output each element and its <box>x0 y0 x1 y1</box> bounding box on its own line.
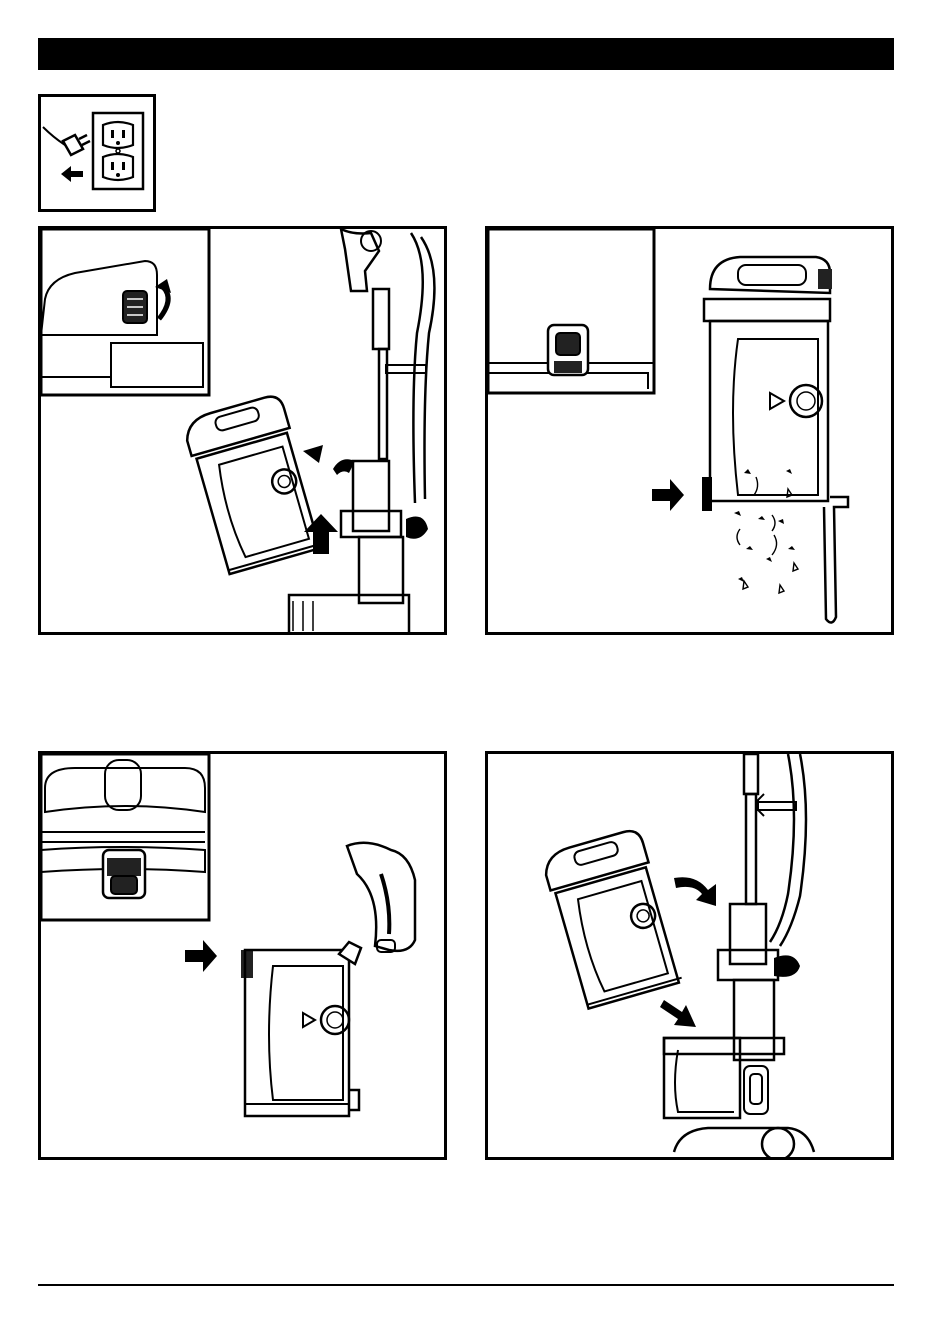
close-bottom-door-illustration <box>41 754 444 1157</box>
unplug-icon-box <box>38 94 156 212</box>
unplug-from-outlet-icon <box>41 97 153 209</box>
empty-dust-cup-illustration <box>488 229 891 632</box>
step-panel-reinstall-dust-cup <box>485 751 894 1160</box>
step-panel-empty-dust-cup <box>485 226 894 635</box>
step-panel-close-bottom-door <box>38 751 447 1160</box>
remove-dust-cup-illustration <box>41 229 444 632</box>
footer-rule <box>38 1284 894 1286</box>
section-header-bar <box>38 38 894 70</box>
reinstall-dust-cup-illustration <box>488 754 891 1157</box>
step-panel-remove-dust-cup <box>38 226 447 635</box>
